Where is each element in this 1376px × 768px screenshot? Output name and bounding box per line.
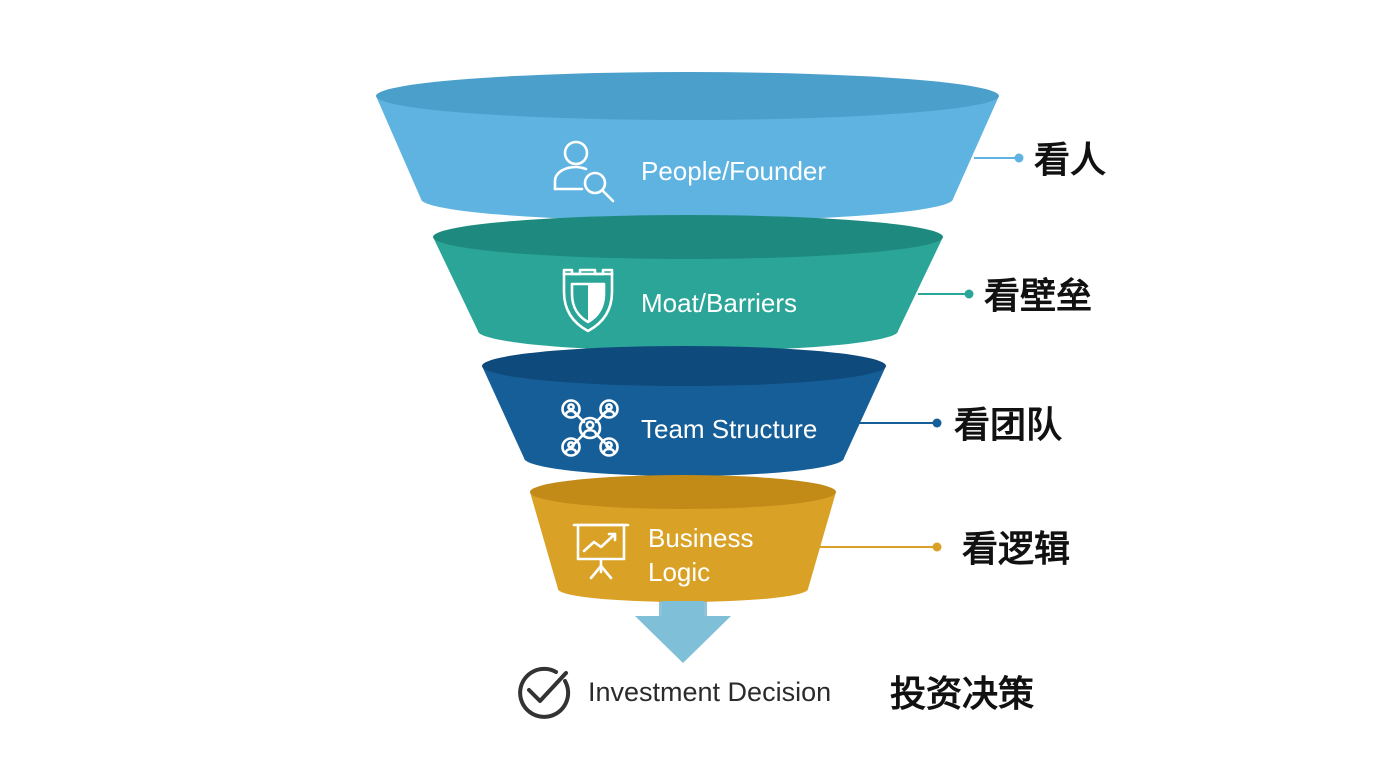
funnel-layer-top	[530, 475, 836, 509]
castle-shield-icon	[562, 268, 614, 333]
connector-dot	[932, 418, 942, 428]
person-search-icon	[553, 140, 615, 203]
stage-label-line: Logic	[648, 557, 710, 587]
cn-label-moat: 看壁垒	[984, 276, 1092, 317]
funnel-layer-people: People/Founder	[376, 72, 999, 221]
down-arrow	[635, 601, 731, 663]
funnel-layer-body	[482, 366, 886, 476]
presentation-chart-icon	[572, 523, 630, 580]
connector-dot	[932, 542, 942, 552]
connector-dot	[964, 289, 974, 299]
cn-label-team: 看团队	[954, 405, 1063, 446]
investment-decision: Investment Decision 投资决策	[518, 666, 1034, 719]
decision-cn-label: 投资决策	[890, 674, 1034, 715]
stage-label-moat: Moat/Barriers	[641, 288, 797, 318]
funnel-layer-business: Business Logic	[530, 475, 836, 602]
connector-dot	[1014, 153, 1024, 163]
funnel-layer-top	[376, 72, 999, 120]
cn-label-business: 看逻辑	[962, 529, 1070, 570]
funnel-layer-team: Team Structure	[482, 346, 886, 476]
check-circle-icon	[518, 666, 571, 719]
stage-annotation-moat: 看壁垒	[918, 276, 1092, 317]
stage-annotation-business: 看逻辑	[810, 529, 1070, 570]
cn-label-people: 看人	[1034, 140, 1106, 181]
stage-label-team: Team Structure	[641, 414, 817, 444]
stage-label-business: Business Logic	[648, 523, 761, 587]
team-network-icon	[561, 399, 619, 457]
funnel-layer-top	[433, 215, 943, 259]
funnel-layer-top	[482, 346, 886, 386]
stage-annotation-people: 看人	[974, 140, 1106, 181]
stage-label-people: People/Founder	[641, 156, 826, 186]
stage-annotation-team: 看团队	[858, 405, 1063, 446]
funnel-layer-body	[433, 237, 943, 351]
funnel-layer-moat: Moat/Barriers	[433, 215, 943, 351]
decision-label: Investment Decision	[588, 677, 831, 707]
funnel-layer-body	[376, 96, 999, 221]
stage-label-line: Business	[648, 523, 754, 553]
